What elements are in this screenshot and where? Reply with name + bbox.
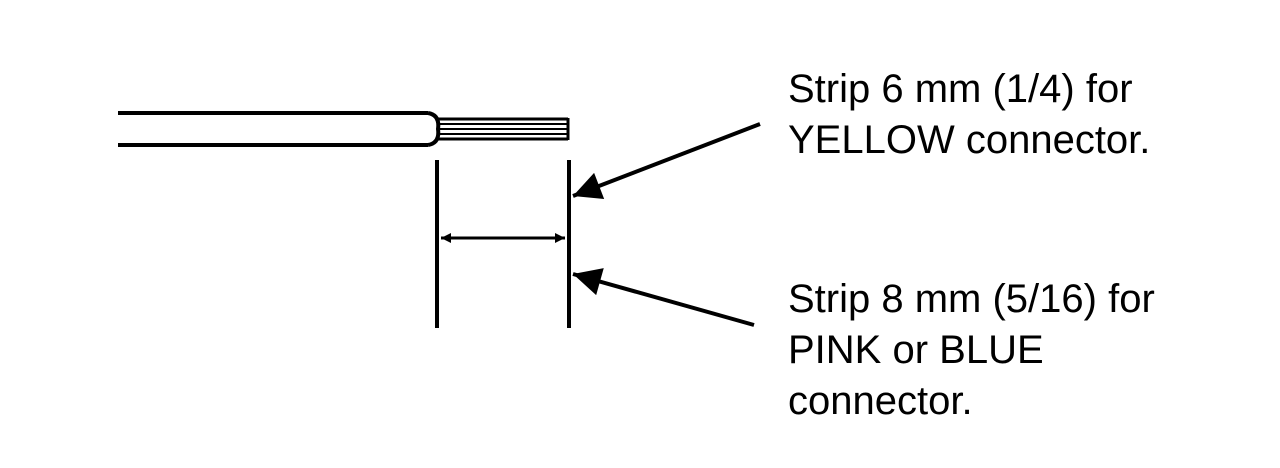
stripped-conductor xyxy=(436,117,570,141)
pink-blue-leader-arrow xyxy=(572,268,755,327)
yellow-connector-callout: Strip 6 mm (1/4) for YELLOW connector. xyxy=(788,64,1150,166)
pink-blue-callout-line-3: connector. xyxy=(788,379,973,423)
yellow-callout-line-2: YELLOW connector. xyxy=(788,118,1151,162)
yellow-callout-line-1: Strip 6 mm (1/4) for xyxy=(788,67,1133,111)
yellow-leader-arrow xyxy=(572,122,761,200)
pink-blue-connector-callout: Strip 8 mm (5/16) for PINK or BLUE conne… xyxy=(788,274,1155,427)
pink-blue-callout-line-1: Strip 8 mm (5/16) for xyxy=(788,277,1155,321)
pink-blue-callout-line-2: PINK or BLUE xyxy=(788,328,1044,372)
wire-insulation xyxy=(118,111,441,147)
